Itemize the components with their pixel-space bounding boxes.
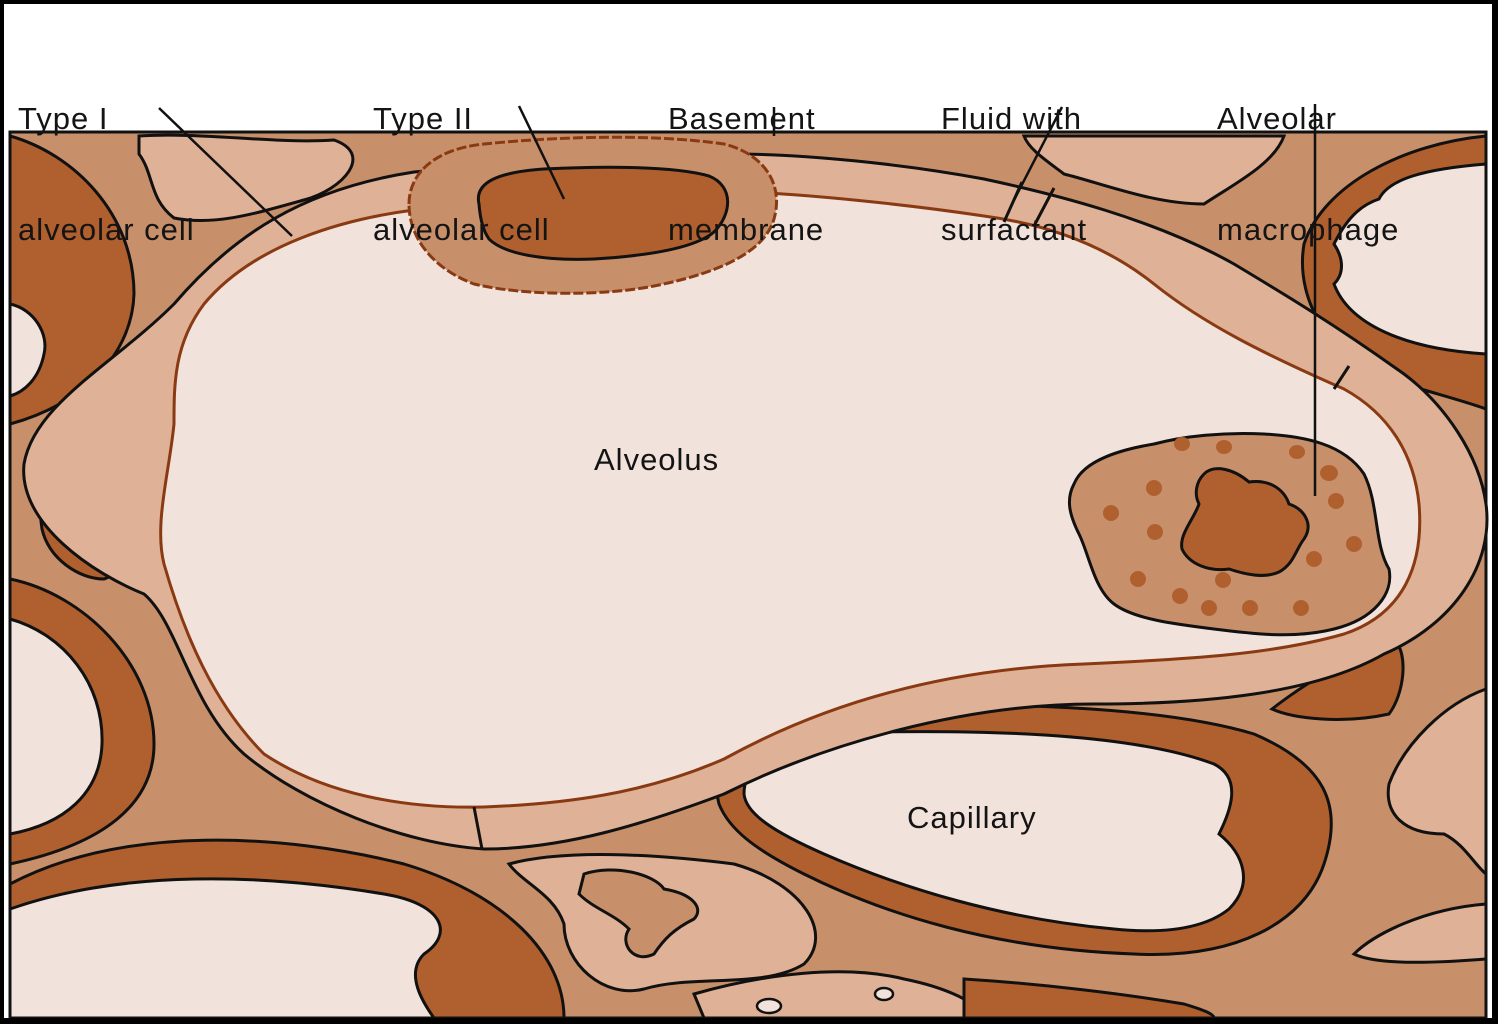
tissue-fragment (757, 999, 781, 1013)
label-line: macrophage (1217, 211, 1399, 248)
label-basement-membrane: Basement membrane (668, 26, 824, 322)
label-type-i-alveolar-cell: Type I alveolar cell (18, 26, 195, 322)
label-line: alveolar cell (18, 211, 195, 248)
figure-canvas: Type I alveolar cell Type II alveolar ce… (4, 4, 1492, 1018)
label-line: membrane (668, 211, 824, 248)
label-line: alveolar cell (373, 211, 550, 248)
label-capillary: Capillary (907, 800, 1037, 836)
label-line: Type I (18, 100, 195, 137)
label-fluid-with-surfactant: Fluid with surfactant (941, 26, 1087, 322)
capillary-lumen (10, 879, 440, 1018)
label-line: Type II (373, 100, 550, 137)
label-alveolar-macrophage: Alveolar macrophage (1217, 26, 1399, 322)
label-type-ii-alveolar-cell: Type II alveolar cell (373, 26, 550, 322)
label-line: Fluid with (941, 100, 1087, 137)
label-alveolus: Alveolus (594, 442, 719, 478)
tissue-fragment (875, 988, 893, 1000)
label-line: Basement (668, 100, 824, 137)
label-line: Alveolar (1217, 100, 1399, 137)
label-line: surfactant (941, 211, 1087, 248)
